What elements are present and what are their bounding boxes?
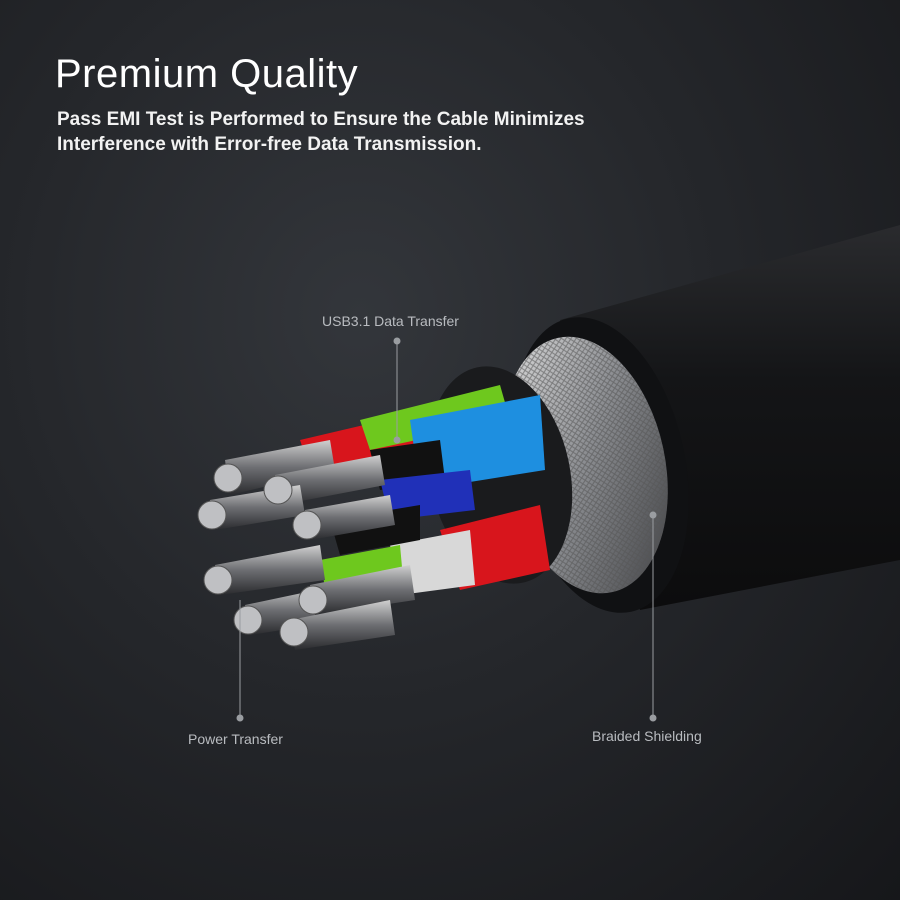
- power-transfer-label: Power Transfer: [188, 731, 283, 747]
- stranded-conductors: [197, 440, 415, 650]
- braided-shielding-label: Braided Shielding: [592, 728, 702, 744]
- page-subtitle: Pass EMI Test is Performed to Ensure the…: [57, 109, 585, 155]
- braid-callout-dot: [649, 714, 657, 722]
- usb-callout-dot: [393, 337, 401, 345]
- page-title: Premium Quality: [55, 52, 359, 96]
- usb-data-transfer-label: USB3.1 Data Transfer: [322, 313, 459, 329]
- power-callout-dot: [236, 714, 244, 722]
